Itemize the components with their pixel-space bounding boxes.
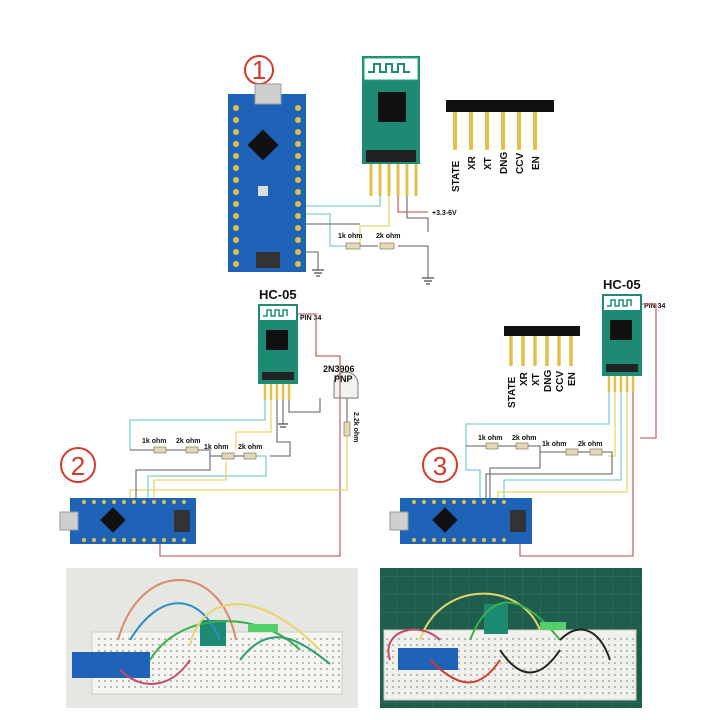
- marker-3: [422, 447, 458, 483]
- resistor-2k-e-label: 2k ohm: [578, 441, 603, 448]
- pin3-label-xr: XR: [519, 371, 530, 386]
- pin-label-dng: DNG: [499, 152, 510, 174]
- marker-2-label: 2: [71, 451, 85, 481]
- pin-label-state: STATE: [451, 160, 462, 192]
- transistor-part-label: 2N3906: [323, 364, 355, 374]
- resistor-2k-c-label: 2k ohm: [238, 444, 263, 451]
- pin-label-ccv: CCV: [515, 153, 526, 174]
- arduino-nano-2: [59, 498, 196, 544]
- resistor-1k-b: [153, 446, 167, 454]
- resistor-1k-d-label: 1k ohm: [478, 435, 503, 442]
- pin-label-en: EN: [531, 156, 542, 170]
- resistor-2k2-label: 2.2k ohm: [352, 412, 359, 442]
- resistor-2k2: [343, 421, 351, 437]
- ground-symbols-1: [312, 269, 434, 285]
- resistor-2k-e: [589, 448, 603, 456]
- section-3: 3 HC-05 PIN 34 STATE XR XT: [389, 277, 666, 557]
- hc05-title-2: HC-05: [259, 287, 297, 302]
- photo-breadboard-left: [66, 568, 358, 708]
- pin-header-1: STATE XR XT DNG CCV EN: [446, 100, 554, 192]
- hc05-title-3: HC-05: [603, 277, 641, 292]
- resistor-1k-c-label: 1k ohm: [204, 444, 229, 451]
- wires-1: [306, 196, 429, 278]
- ground-symbol-2: [278, 423, 288, 428]
- pin34-label-3: PIN 34: [644, 303, 666, 310]
- arduino-nano-1: [228, 83, 306, 272]
- marker-3-label: 3: [433, 451, 447, 481]
- pin3-label-en: EN: [567, 372, 578, 386]
- hc05-module-1: [362, 56, 420, 196]
- resistor-1k-a-label: 1k ohm: [338, 233, 363, 240]
- resistors-3: 1k ohm 2k ohm 1k ohm 2k ohm: [478, 435, 603, 456]
- pin3-label-ccv: CCV: [555, 371, 566, 392]
- resistor-1k-e-label: 1k ohm: [542, 441, 567, 448]
- pin34-label-2: PIN 34: [300, 315, 322, 322]
- section-1: 1: [228, 55, 554, 285]
- transistor-type-label: PNP: [334, 374, 353, 384]
- photo-breadboard-right: [380, 568, 642, 708]
- marker-1-label: 1: [252, 55, 266, 85]
- resistor-1k-c: [221, 452, 235, 460]
- marker-1: 1: [244, 55, 274, 85]
- resistor-2k-b: [185, 446, 199, 454]
- resistor-1k-a: 1k ohm: [338, 233, 363, 250]
- arduino-nano-3: [389, 498, 532, 544]
- pin-label-xr: XR: [467, 155, 478, 170]
- marker-2: [60, 447, 96, 483]
- resistor-2k-d: [515, 442, 529, 450]
- resistor-2k-a-label: 2k ohm: [376, 233, 401, 240]
- hc05-module-2: [258, 304, 298, 400]
- section-2: 2 HC-05 PIN 34 2N3906 PNP 2.2k ohm: [59, 287, 359, 557]
- resistor-1k-d: [485, 442, 499, 450]
- hc05-module-3: [602, 294, 642, 392]
- pin-header-3: STATE XR XT DNG CCV EN: [504, 326, 580, 408]
- resistor-1k-b-label: 1k ohm: [142, 438, 167, 445]
- resistor-1k-e: [565, 448, 579, 456]
- pin3-label-xt: XT: [531, 373, 542, 386]
- pin-label-xt: XT: [483, 157, 494, 170]
- resistors-2: 1k ohm 2k ohm 1k ohm 2k ohm: [142, 438, 263, 460]
- resistor-2k-d-label: 2k ohm: [512, 435, 537, 442]
- pin3-label-state: STATE: [507, 376, 518, 408]
- resistor-2k-c: [243, 452, 257, 460]
- resistor-2k-b-label: 2k ohm: [176, 438, 201, 445]
- power-label: +3.3-6V: [432, 210, 457, 217]
- resistor-2k-a: 2k ohm: [376, 233, 401, 250]
- pin3-label-dng: DNG: [543, 370, 554, 392]
